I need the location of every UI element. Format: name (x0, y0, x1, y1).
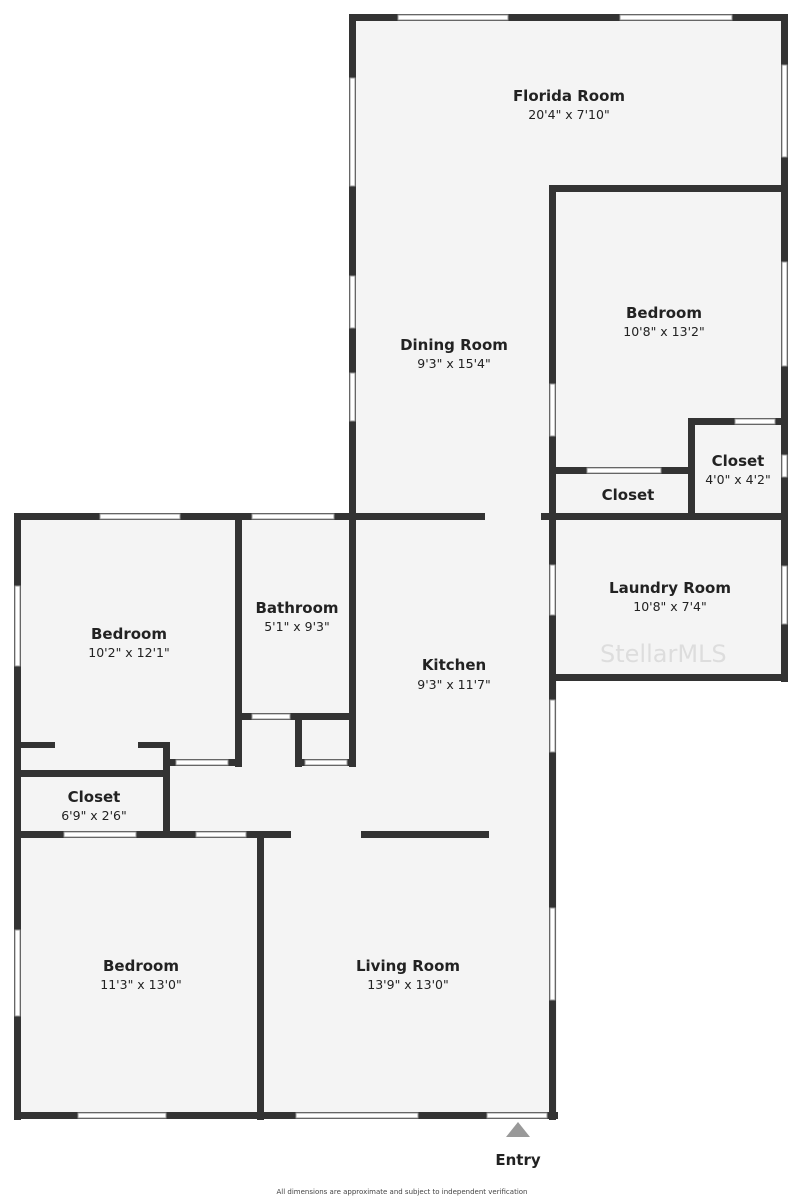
room-bedroom-sw: Bedroom 11'3" x 13'0" (100, 957, 181, 992)
window (586, 467, 662, 474)
room-dining-room: Dining Room 9'3" x 15'4" (400, 336, 508, 371)
footer-disclaimer: All dimensions are approximate and subje… (277, 1188, 528, 1196)
floor-areas (17, 17, 787, 1119)
window (63, 831, 137, 838)
wall (549, 185, 787, 192)
window (781, 261, 788, 367)
wall (361, 831, 489, 838)
window (195, 831, 247, 838)
room-dims: 10'8" x 7'4" (633, 599, 706, 614)
window (486, 1112, 548, 1119)
entry-arrow-icon (506, 1122, 530, 1137)
wall (14, 513, 21, 1120)
room-dims: 10'2" x 12'1" (88, 645, 169, 660)
window (251, 513, 335, 520)
room-name: Laundry Room (609, 579, 731, 597)
room-dims: 9'3" x 11'7" (417, 677, 490, 692)
window (781, 454, 788, 478)
window (397, 14, 509, 21)
floor (352, 514, 557, 1119)
room-closet-ne: Closet 4'0" x 4'2" (705, 452, 771, 487)
room-kitchen: Kitchen 9'3" x 11'7" (417, 656, 490, 692)
window (619, 14, 733, 21)
window (349, 77, 356, 187)
window (781, 565, 788, 625)
window (251, 713, 291, 720)
room-dims: 9'3" x 15'4" (417, 356, 490, 371)
wall (549, 185, 556, 1120)
window (99, 513, 181, 520)
wall (17, 742, 55, 748)
wall (541, 513, 787, 520)
window (781, 64, 788, 158)
wall (355, 513, 485, 520)
entry-label: Entry (495, 1151, 540, 1169)
room-name: Bedroom (103, 957, 179, 975)
room-name: Bedroom (91, 625, 167, 643)
room-name: Bathroom (255, 599, 338, 617)
floor (552, 187, 787, 681)
room-dims: 6'9" x 2'6" (61, 808, 127, 823)
wall (163, 742, 170, 836)
room-name: Closet (68, 788, 121, 806)
room-dims: 11'3" x 13'0" (100, 977, 181, 992)
room-name: Kitchen (422, 656, 486, 674)
wall (349, 513, 356, 767)
room-florida-room: Florida Room 20'4" x 7'10" (513, 87, 625, 122)
room-closet-w: Closet 6'9" x 2'6" (61, 788, 127, 823)
wall (257, 831, 264, 1120)
window (77, 1112, 167, 1119)
window (349, 372, 356, 422)
room-name: Closet (602, 486, 655, 504)
room-dims: 20'4" x 7'10" (528, 107, 609, 122)
room-dims: 4'0" x 4'2" (705, 472, 771, 487)
wall (549, 674, 787, 681)
window (304, 759, 348, 766)
room-closet-bedroom-ne: Closet (602, 486, 655, 504)
window (14, 929, 21, 1017)
room-name: Dining Room (400, 336, 508, 354)
room-bathroom: Bathroom 5'1" x 9'3" (255, 599, 338, 634)
wall (14, 513, 356, 520)
room-name: Closet (712, 452, 765, 470)
wall (138, 742, 170, 748)
room-bedroom-w: Bedroom 10'2" x 12'1" (88, 625, 169, 660)
room-name: Living Room (356, 957, 460, 975)
wall (235, 513, 242, 767)
room-name: Florida Room (513, 87, 625, 105)
room-dims: 13'9" x 13'0" (367, 977, 448, 992)
wall (349, 14, 356, 520)
window (549, 383, 556, 437)
wall (781, 185, 788, 682)
wall (17, 831, 291, 838)
wall (14, 1112, 558, 1119)
wall (295, 713, 302, 767)
room-living-room: Living Room 13'9" x 13'0" (356, 957, 460, 992)
windows (14, 14, 788, 1119)
wall (17, 770, 170, 777)
window (175, 759, 229, 766)
watermark: StellarMLS (600, 640, 727, 668)
room-dims: 5'1" x 9'3" (264, 619, 330, 634)
window (734, 418, 776, 425)
wall (349, 14, 787, 21)
window (549, 699, 556, 753)
room-bedroom-ne: Bedroom 10'8" x 13'2" (623, 304, 704, 339)
room-laundry-room: Laundry Room 10'8" x 7'4" (609, 579, 731, 614)
window (549, 907, 556, 1001)
window (349, 275, 356, 329)
room-dims: 10'8" x 13'2" (623, 324, 704, 339)
room-name: Bedroom (626, 304, 702, 322)
window (549, 564, 556, 616)
floor (17, 514, 357, 1119)
window (14, 585, 21, 667)
window (295, 1112, 419, 1119)
